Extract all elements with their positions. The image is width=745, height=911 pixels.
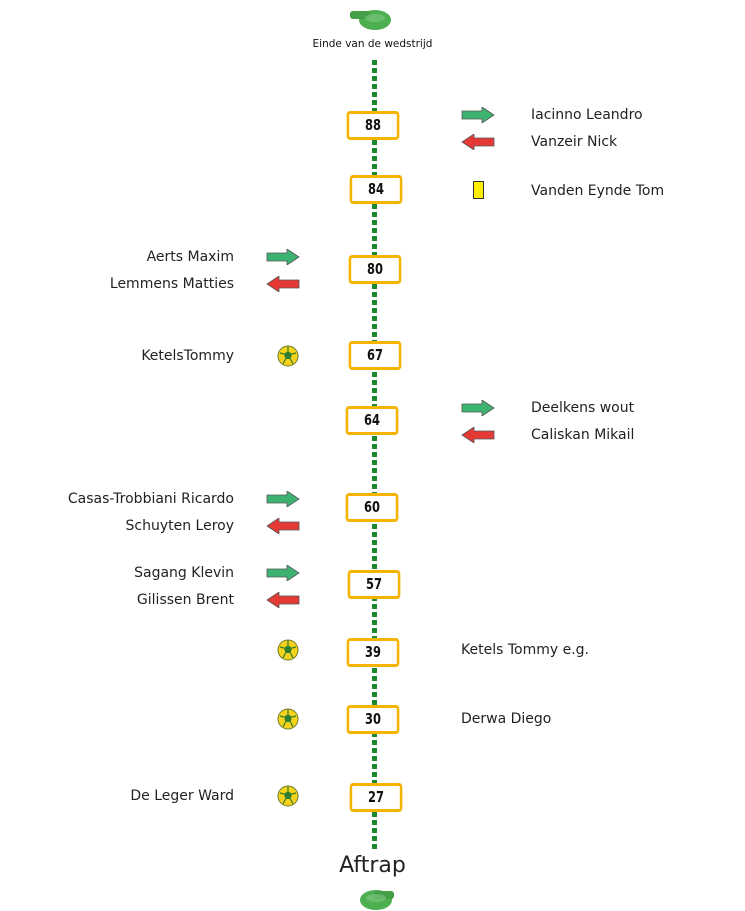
goal-scorer-name: Ketels Tommy e.g. [461,642,589,658]
player-in-name: Casas-Trobbiani Ricardo [67,491,234,507]
minute-box: 88 [346,111,400,140]
timeline-line [372,60,377,850]
substitution-out-arrow-icon [266,592,300,608]
yellow-card-icon [473,181,484,199]
whistle-icon [350,10,391,30]
player-out-name: Schuyten Leroy [125,518,234,534]
player-out-name: Lemmens Matties [109,276,234,292]
substitution-in-arrow-icon [266,565,300,581]
substitution-out-arrow-icon [266,276,300,292]
player-in-name: Iacinno Leandro [531,107,643,123]
minute-box: 84 [349,175,403,204]
goal-ball-icon [277,785,299,807]
goal-ball-icon [277,345,299,367]
substitution-in-arrow-icon [461,107,495,123]
substitution-in-arrow-icon [266,249,300,265]
goal-ball-icon [277,639,299,661]
end-of-match-label: Einde van de wedstrijd [312,38,433,50]
kickoff-label: Aftrap [339,853,406,878]
player-out-name: Vanzeir Nick [531,134,618,150]
substitution-in-arrow-icon [266,491,300,507]
player-in-name: Aerts Maxim [146,249,234,265]
minute-box: 64 [345,406,399,435]
substitution-out-arrow-icon [461,134,495,150]
goal-scorer-name: Derwa Diego [461,711,552,727]
player-in-name: Sagang Klevin [134,565,234,581]
minute-box: 67 [348,341,402,370]
substitution-out-arrow-icon [461,427,495,443]
goal-scorer-name: KetelsTommy [141,348,234,364]
minute-box: 60 [345,493,399,522]
goal-ball-icon [277,708,299,730]
minute-box: 80 [348,255,402,284]
player-in-name: Deelkens wout [531,400,635,416]
player-out-name: Gilissen Brent [136,592,234,608]
minute-box: 57 [347,570,401,599]
minute-box: 30 [346,705,400,734]
minute-box: 39 [346,638,400,667]
player-out-name: Caliskan Mikail [531,427,635,443]
substitution-out-arrow-icon [266,518,300,534]
whistle-icon [360,890,394,910]
substitution-in-arrow-icon [461,400,495,416]
minute-box: 27 [349,783,403,812]
booked-player-name: Vanden Eynde Tom [531,183,665,199]
goal-scorer-name: De Leger Ward [130,788,234,804]
